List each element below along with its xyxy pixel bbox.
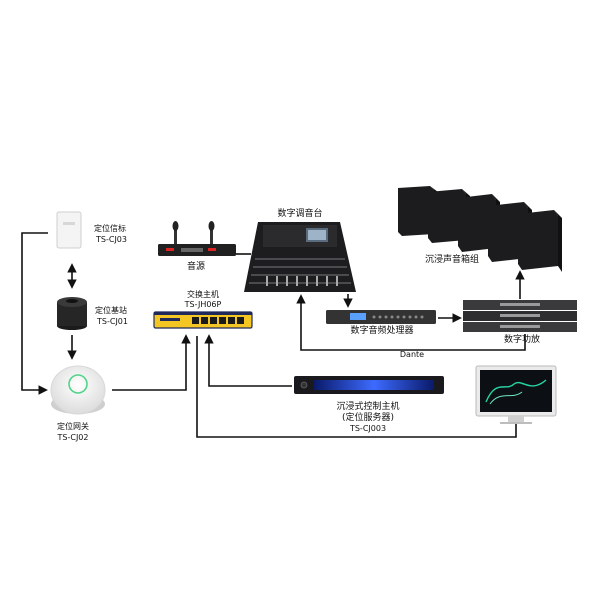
dsp-device: [326, 310, 436, 324]
connection-lines: [21, 232, 526, 438]
base-station-device: [57, 297, 87, 330]
dante-label: Dante: [399, 350, 425, 359]
controller-device: [294, 376, 444, 394]
speaker-box: [518, 210, 562, 272]
mixer-device: [244, 222, 356, 292]
switch-name: 交换主机: [187, 290, 219, 299]
dsp-name: 数字音频处理器: [350, 326, 414, 336]
link-beacon-gateway: [21, 232, 48, 395]
controller-name: 沉浸式控制主机: [336, 402, 400, 412]
beacon-model: TS-CJ03: [96, 235, 127, 244]
amplifier-device: [463, 300, 577, 332]
base-station-name: 定位基站: [95, 306, 127, 315]
gateway-model: TS-CJ02: [57, 433, 89, 442]
beacon-name: 定位信标: [94, 224, 126, 233]
audio-source-device: [158, 221, 236, 256]
amplifier-name: 数字功放: [503, 335, 541, 345]
link-controller-switch: [204, 334, 292, 387]
gateway-device: [50, 365, 106, 415]
controller-subtitle: (定位服务器): [341, 413, 395, 423]
switch-device: [153, 311, 253, 329]
gateway-name: 定位网关: [57, 422, 89, 431]
link-dante: [296, 294, 526, 351]
base-station-model: TS-CJ01: [97, 317, 128, 326]
speaker-group-device: [398, 186, 562, 272]
computer-device: [475, 365, 557, 424]
link-switch-computer: [196, 336, 517, 438]
mixer-name: 数字调音台: [277, 209, 323, 219]
link-gateway-switch: [112, 334, 191, 391]
switch-model: TS-JH06P: [184, 300, 222, 309]
controller-model: TS-CJ003: [349, 424, 387, 433]
beacon-device: [56, 211, 82, 249]
speakers-name: 沉浸声音箱组: [424, 255, 480, 265]
audio-source-name: 音源: [186, 262, 206, 272]
